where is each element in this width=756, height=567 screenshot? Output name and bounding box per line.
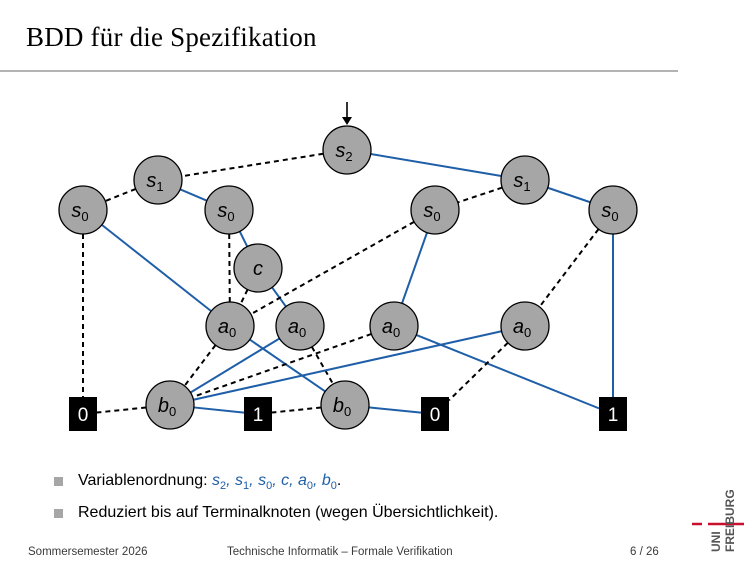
logo-text-uni: UNI: [709, 531, 723, 552]
footer-semester: Sommersemester 2026: [28, 546, 148, 558]
high-edge-a0_3-t1b: [415, 334, 600, 410]
bullet-variable-order: Variablenordnung: s2, s1, s0, c, a0, b0.: [54, 470, 498, 502]
node-circle: [275, 301, 325, 351]
terminal-node-t0b: 0: [421, 397, 449, 431]
low-edge-s0RL-a0_1: [250, 220, 415, 316]
high-edge-s0RL-a0_3: [401, 232, 428, 304]
node-label: c: [253, 258, 263, 280]
high-edge-b0_2-t0b: [368, 406, 422, 414]
low-edge-b0_2-t1a: [271, 406, 322, 414]
root-entry-arrowhead: [342, 117, 352, 125]
terminal-node-t1a: 1: [244, 397, 272, 431]
high-edge-a0_1-b0_2: [249, 338, 326, 393]
low-edge-s0RR-a0_4: [538, 228, 600, 308]
high-edge-s1L-s0LR: [179, 188, 208, 202]
terminal-label: 1: [253, 405, 264, 426]
node-circle: [133, 155, 183, 205]
bdd-node-s0LL: s0: [58, 185, 108, 235]
edges-layer: [82, 102, 614, 414]
node-circle: [322, 125, 372, 175]
bdd-node-s1L: s1: [133, 155, 183, 205]
bdd-node-s1R: s1: [500, 155, 550, 205]
low-edge-s1L-s0LL: [104, 187, 137, 203]
high-edge-a0_2-b0_1: [189, 337, 281, 394]
node-circle: [320, 380, 370, 430]
node-circle: [500, 155, 550, 205]
bdd-node-c: c: [233, 243, 283, 293]
footer-page-number: 6 / 26: [630, 546, 659, 558]
bullet-marker: [54, 509, 63, 518]
bdd-node-s2: s2: [322, 125, 372, 175]
footer-course: Technische Informatik – Formale Verifika…: [227, 546, 453, 558]
terminal-node-t0a: 0: [69, 397, 97, 431]
terminal-label: 1: [608, 405, 619, 426]
node-circle: [205, 301, 255, 351]
high-edge-b0_1-t1a: [193, 406, 245, 414]
low-edge-b0_1-t0a: [96, 406, 147, 414]
bullet-suffix: .: [336, 472, 342, 489]
bdd-node-a0_4: a0: [500, 301, 550, 351]
low-edge-s0LR-a0_1: [228, 233, 231, 303]
low-edge-a0_4-t0b: [448, 342, 509, 402]
high-edge-s0LL-a0_1: [101, 224, 212, 312]
bdd-node-s0RR: s0: [588, 185, 638, 235]
bullet-prefix: Variablenordnung:: [78, 472, 213, 489]
node-circle: [500, 301, 550, 351]
bdd-node-a0_3: a0: [369, 301, 419, 351]
slide-title: BDD für die Spezifikation: [26, 22, 317, 52]
bdd-node-s0LR: s0: [204, 185, 254, 235]
high-edge-s2-s1R: [370, 153, 502, 177]
node-circle: [588, 185, 638, 235]
variable-order-text: s2, s1, s0, c, a0, b0: [212, 472, 337, 493]
node-circle: [204, 185, 254, 235]
terminal-label: 0: [78, 405, 89, 426]
node-circle: [58, 185, 108, 235]
bullet-text: Reduziert bis auf Terminalknoten (wegen …: [78, 504, 499, 521]
high-edge-s0LR-c: [238, 231, 249, 247]
bdd-node-a0_1: a0: [205, 301, 255, 351]
bdd-node-s0RL: s0: [410, 185, 460, 235]
node-circle: [233, 243, 283, 293]
logo-text-freiburg: FREIBURG: [723, 489, 737, 552]
high-edge-c-a0_2: [271, 286, 287, 308]
low-edge-s1R-s0RL: [457, 186, 503, 204]
low-edge-s2-s1L: [181, 152, 324, 178]
bullet-list: Variablenordnung: s2, s1, s0, c, a0, b0.…: [54, 470, 498, 534]
terminal-label: 0: [430, 405, 441, 426]
terminal-box: [599, 397, 627, 431]
low-edge-c-a0_1: [239, 289, 249, 305]
node-circle: [369, 301, 419, 351]
bdd-node-b0_1: b0: [145, 380, 195, 430]
terminal-box: [421, 397, 449, 431]
terminal-box: [69, 397, 97, 431]
high-edge-s1R-s0RR: [547, 186, 591, 204]
high-edge-a0_4-b0_1: [193, 330, 502, 401]
bullet-reduced: Reduziert bis auf Terminalknoten (wegen …: [54, 502, 498, 534]
bdd-node-b0_2: b0: [320, 380, 370, 430]
node-circle: [145, 380, 195, 430]
terminal-box: [244, 397, 272, 431]
bdd-node-a0_2: a0: [275, 301, 325, 351]
university-logo: UNI FREIBURG: [692, 489, 744, 552]
title-divider: [0, 70, 678, 72]
node-circle: [410, 185, 460, 235]
low-edge-a0_2-b0_2: [311, 346, 334, 385]
low-edge-a0_3-b0_1: [192, 333, 372, 398]
bullet-marker: [54, 477, 63, 486]
terminal-node-t1b: 1: [599, 397, 627, 431]
